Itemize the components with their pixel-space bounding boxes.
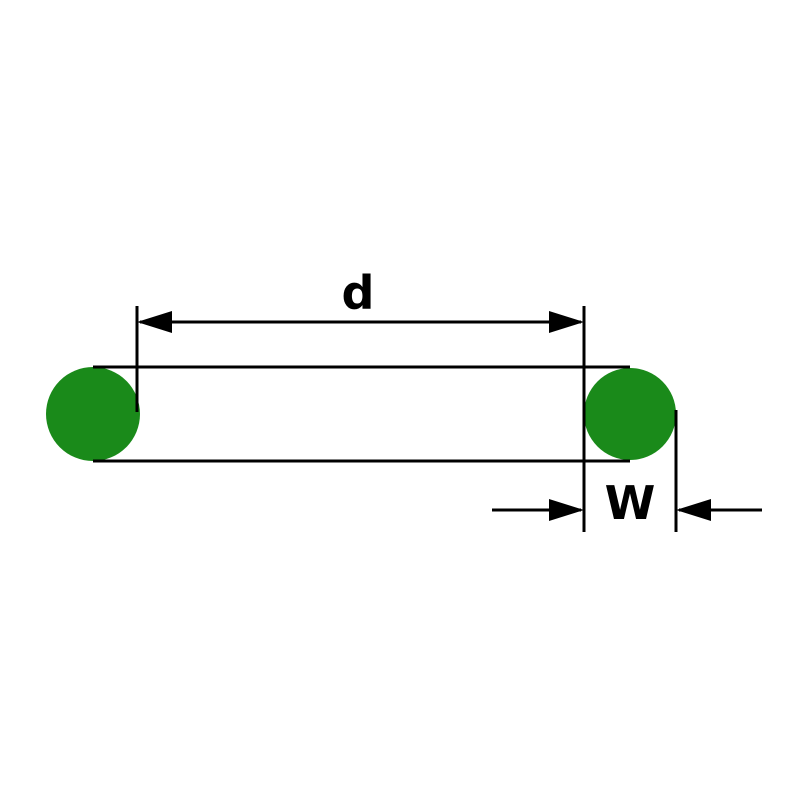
width-left-arrowhead <box>549 499 584 521</box>
width-right-arrowhead <box>676 499 711 521</box>
diameter-right-arrowhead <box>549 311 584 333</box>
oring-right-cross-section <box>584 368 676 460</box>
diameter-left-arrowhead <box>137 311 172 333</box>
inner-diameter-label: d <box>342 266 375 320</box>
oring-left-cross-section <box>46 367 140 461</box>
cross-section-width-label: W <box>605 476 656 530</box>
